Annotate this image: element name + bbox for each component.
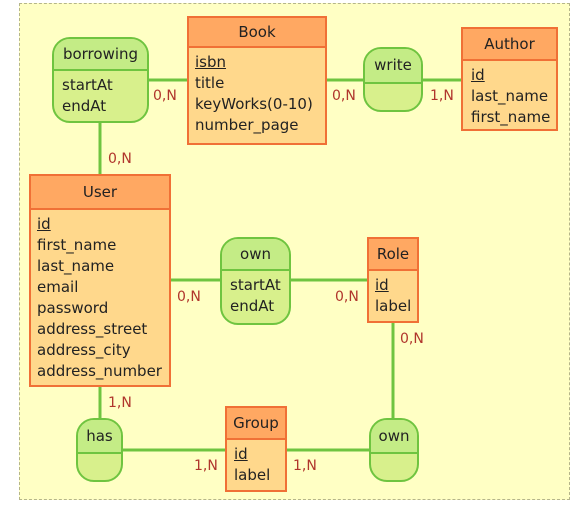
relation-has: has [76,418,123,482]
entity-user: User id first_name last_name email passw… [29,174,171,387]
attribute-isbn: isbn [195,53,227,71]
entity-user-title: User [31,176,169,210]
cardinality-write-book: 0,N [332,88,356,104]
attribute-first-name: first_name [37,236,117,254]
entity-book-title: Book [189,18,325,48]
entity-role-title: Role [369,239,417,271]
attribute-label: label [234,466,271,484]
attribute-id: id [234,445,248,463]
cardinality-role-own: 0,N [400,331,424,347]
cardinality-own-role: 0,N [335,289,359,305]
cardinality-borrowing-book: 0,N [153,88,177,104]
attribute-number-page: number_page [195,116,299,134]
attribute-password: password [37,299,109,317]
entity-author-attributes: id last_name first_name [463,61,556,128]
cardinality-own-user: 0,N [177,289,201,305]
attribute-address-number: address_number [37,362,162,380]
relation-write: write [363,47,423,112]
relation-borrowing-attributes: startAt endAt [54,71,147,117]
attribute-id: id [375,276,389,294]
cardinality-own-group: 1,N [293,458,317,474]
relation-has-title: has [78,420,121,454]
attribute-start-at: startAt [230,276,281,294]
attribute-label: label [375,297,412,315]
entity-author: Author id last_name first_name [461,27,558,131]
entity-group-attributes: id label [227,440,285,486]
attribute-end-at: endAt [62,97,107,115]
cardinality-has-group: 1,N [194,458,218,474]
attribute-last-name: last_name [471,87,549,105]
entity-user-attributes: id first_name last_name email password a… [31,210,169,382]
entity-role-attributes: id label [369,271,417,317]
relation-own-role: own startAt endAt [220,237,291,325]
attribute-id: id [37,215,51,233]
attribute-id: id [471,66,485,84]
attribute-email: email [37,278,79,296]
relation-own-group-title: own [371,420,417,454]
entity-book: Book isbn title keyWorks(0-10) number_pa… [187,16,327,145]
entity-book-attributes: isbn title keyWorks(0-10) number_page [189,48,325,136]
attribute-first-name: first_name [471,108,551,126]
entity-group: Group id label [225,406,287,492]
relation-own-role-title: own [222,239,289,271]
entity-group-title: Group [227,408,285,440]
cardinality-borrowing-user: 0,N [108,151,132,167]
attribute-keyworks: keyWorks(0-10) [195,95,313,113]
attribute-address-street: address_street [37,320,148,338]
attribute-last-name: last_name [37,257,115,275]
attribute-address-city: address_city [37,341,131,359]
attribute-title: title [195,74,225,92]
relation-own-group: own [369,418,419,482]
entity-author-title: Author [463,29,556,61]
attribute-end-at: endAt [230,297,275,315]
entity-role: Role id label [367,237,419,323]
relation-borrowing: borrowing startAt endAt [52,37,149,123]
relation-own-role-attributes: startAt endAt [222,271,289,317]
cardinality-write-author: 1,N [430,88,454,104]
attribute-start-at: startAt [62,76,113,94]
relation-write-title: write [365,49,421,84]
relation-borrowing-title: borrowing [54,39,147,71]
cardinality-has-user: 1,N [108,395,132,411]
